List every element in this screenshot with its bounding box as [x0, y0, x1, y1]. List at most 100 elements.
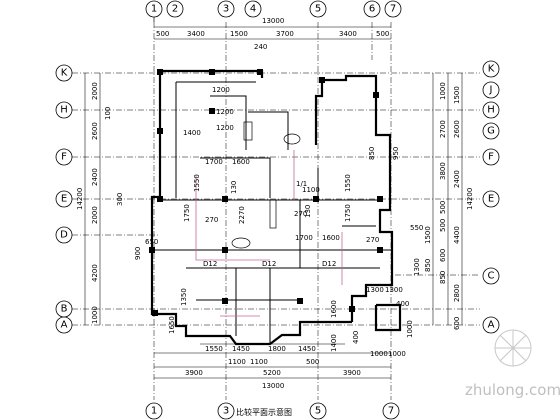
- plan-markers: 1/1 D12 D12 D12: [203, 180, 336, 268]
- dim-int-35: 950: [392, 147, 400, 160]
- dim-int-10: 2270: [238, 206, 246, 224]
- dim-int-33: 900: [134, 247, 142, 260]
- dim-int-20: 550: [410, 224, 423, 232]
- dim-right-r3-1: 1500: [424, 226, 432, 244]
- dim-right-r1-6: 600: [453, 317, 461, 330]
- grid-label-left-B: B: [61, 304, 68, 315]
- dim-left-seg-4: 2000: [91, 206, 99, 224]
- dim-int-12: 270: [294, 210, 307, 218]
- grid-bubbles-bottom: 1 3 5 7: [145, 402, 400, 420]
- grid-label-top-4: 4: [250, 4, 256, 15]
- dim-int-21: 650: [145, 238, 158, 246]
- dim-right-r1-2: 2600: [453, 120, 461, 138]
- drawing-caption: 比较平面示意图: [236, 407, 292, 417]
- grid-bubble-left-K: [55, 64, 73, 82]
- marker-d12-3: D12: [322, 260, 336, 268]
- grid-bubble-top-7: [384, 0, 402, 18]
- grid-bubbles-left: K H F E D B A: [55, 64, 73, 334]
- dim-right-r3-2: 850: [424, 259, 432, 272]
- grid-bubble-right-F: [482, 148, 500, 166]
- dim-bottom-r1-4: 1450: [298, 345, 316, 353]
- grid-label-left-E: E: [61, 194, 67, 205]
- dim-int-15: 1700: [295, 234, 313, 242]
- dim-left-seg-5: 4200: [91, 264, 99, 282]
- grid-bubble-right-H: [482, 101, 500, 119]
- grid-label-right-C: C: [488, 271, 495, 282]
- dim-left-seg-1: 2000: [91, 82, 99, 100]
- dim-int-4: 1200: [216, 124, 234, 132]
- dim-int-30: 1000: [370, 350, 388, 358]
- grid-bubble-left-E: [55, 190, 73, 208]
- dimension-lines: [84, 26, 463, 379]
- dim-left-seg-3: 2400: [91, 168, 99, 186]
- dim-int-26: 1350: [180, 288, 188, 306]
- grid-label-top-1: 1: [151, 4, 157, 15]
- interior-dimensions: 1200 1200 1400 1200 1700 1600 1750 1550 …: [134, 86, 423, 358]
- dim-int-16: 1600: [322, 234, 340, 242]
- grid-bubble-bottom-5: [309, 402, 327, 420]
- grid-label-right-H: H: [487, 105, 495, 116]
- grid-bubble-bottom-7: [382, 402, 400, 420]
- dim-bottom-r1-3: 1800: [268, 345, 286, 353]
- dim-int-2: 1200: [216, 108, 234, 116]
- watermark-logo-icon: [494, 329, 532, 367]
- dim-right-r1-4: 4400: [453, 226, 461, 244]
- grid-bubble-top-1: [145, 0, 163, 18]
- grid-label-right-E: E: [488, 194, 494, 205]
- dim-right-r2-8: 1300: [413, 258, 421, 276]
- grid-bubble-right-G: [482, 122, 500, 140]
- dim-right-r2-3: 3800: [439, 162, 447, 180]
- dim-int-27: 1600: [330, 300, 338, 318]
- grid-label-top-3: 3: [223, 4, 229, 15]
- grid-label-top-2: 2: [172, 4, 178, 15]
- dim-bottom-r3-1: 3900: [185, 369, 203, 377]
- dim-int-18: 1550: [344, 174, 352, 192]
- grid-bubble-top-6: [363, 0, 381, 18]
- dim-int-14: 1100: [302, 186, 320, 194]
- dim-bottom-total: 13000: [262, 382, 284, 390]
- watermark: zhulong.com: [465, 329, 560, 399]
- dim-left-seg-2: 2600: [91, 122, 99, 140]
- grid-bubble-left-D: [55, 226, 73, 244]
- grid-label-bottom-7: 7: [388, 406, 394, 417]
- dim-top-seg-4: 3700: [276, 30, 294, 38]
- columns: [149, 69, 383, 316]
- dim-bottom-r2-3: 500: [306, 358, 319, 366]
- grid-bubble-right-K: [482, 60, 500, 78]
- grid-label-right-F: F: [488, 152, 494, 163]
- grid-bubble-right-C: [482, 267, 500, 285]
- grid-bubble-bottom-1: [145, 402, 163, 420]
- dim-int-29: 400: [352, 331, 360, 344]
- horizontal-grid-axes: [72, 72, 480, 326]
- dim-int-1: 1200: [212, 86, 230, 94]
- dim-right-r2-5: 500: [439, 219, 447, 232]
- dim-top-seg-6: 500: [376, 30, 389, 38]
- dim-right-total: 14200: [466, 188, 474, 210]
- grid-bubble-left-A: [55, 316, 73, 334]
- dim-int-13: 130: [304, 205, 312, 218]
- grid-label-right-G: G: [487, 126, 495, 137]
- dim-int-25: 1650: [168, 316, 176, 334]
- dim-bottom-r3-3: 3900: [343, 369, 361, 377]
- dim-int-8: 1550: [193, 174, 201, 192]
- dim-int-7: 1750: [183, 204, 191, 222]
- grid-label-left-D: D: [60, 230, 68, 241]
- grid-label-bottom-1: 1: [151, 406, 157, 417]
- dim-top-seg-3: 1500: [230, 30, 248, 38]
- grid-label-left-K: K: [61, 68, 68, 79]
- dim-int-19: 270: [366, 236, 379, 244]
- dim-int-24: 400: [396, 300, 409, 308]
- grid-label-bottom-5: 5: [315, 406, 321, 417]
- grid-label-top-6: 6: [369, 4, 375, 15]
- grid-bubble-top-4: [244, 0, 262, 18]
- dim-int-11: 270: [205, 216, 218, 224]
- dim-right-r2-2: 2700: [439, 120, 447, 138]
- right-dimensions: 14200 1500 2600 2400 4400 2800 600 1000 …: [413, 82, 474, 330]
- dim-bottom-r1-1: 1550: [205, 345, 223, 353]
- dim-int-32: 1000: [406, 320, 414, 338]
- dim-left-small-2: 100: [104, 107, 112, 120]
- dim-bottom-r3-2: 5200: [263, 369, 281, 377]
- dim-right-r2-4: 500: [439, 201, 447, 214]
- dim-int-28: 1400: [330, 334, 338, 352]
